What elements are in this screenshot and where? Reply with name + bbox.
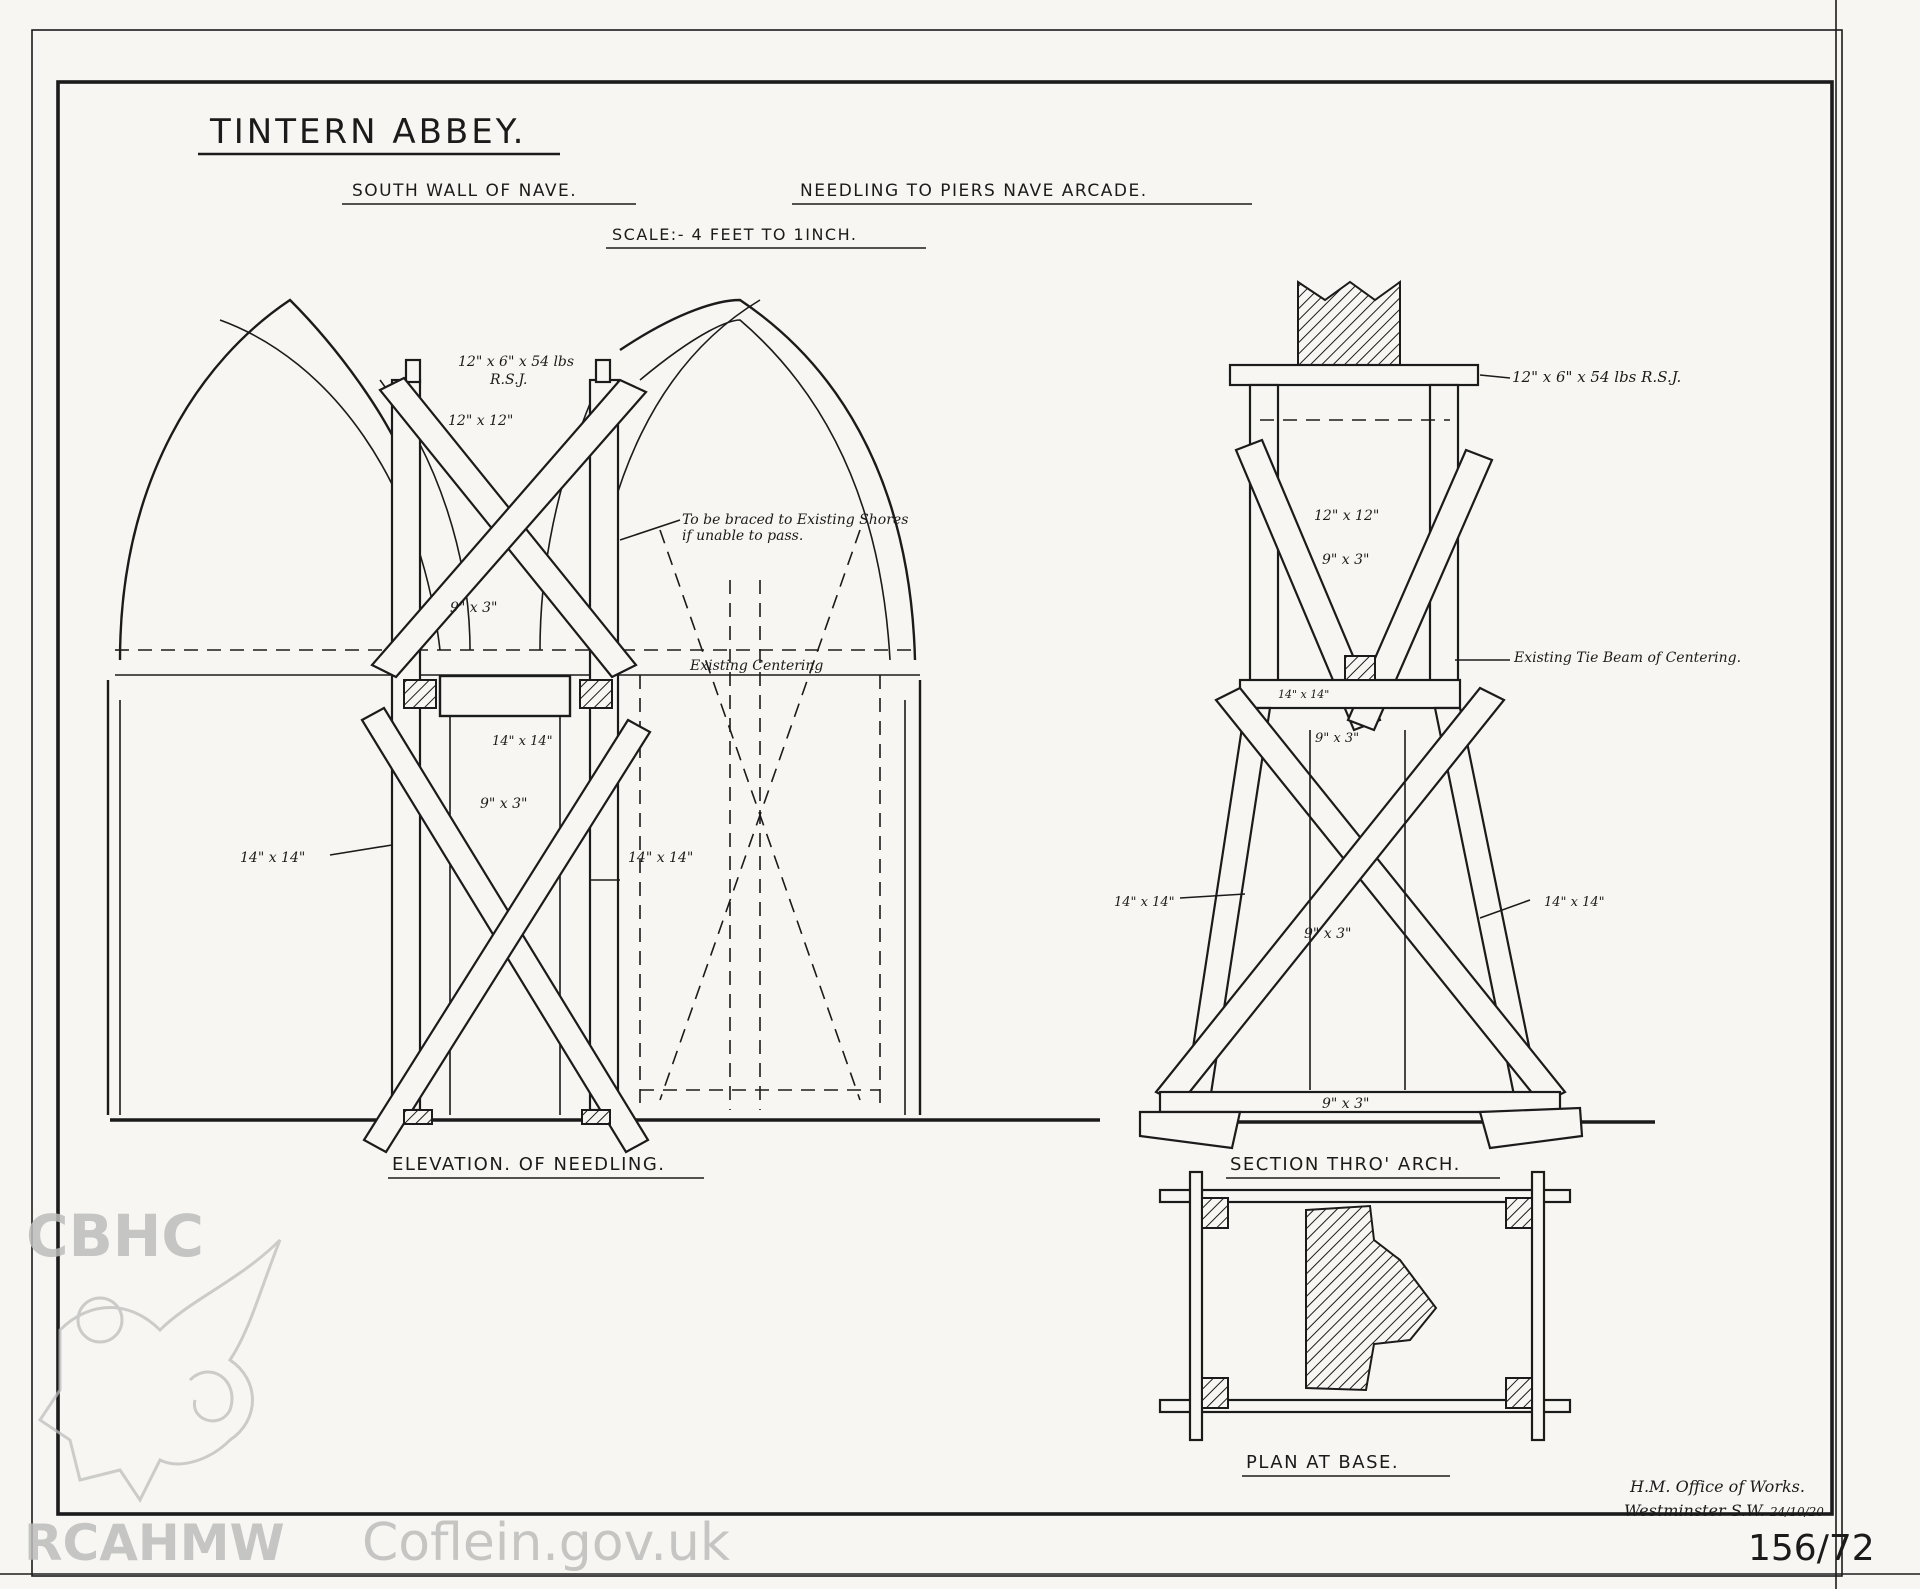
- subtitle-south-wall: SOUTH WALL OF NAVE.: [352, 181, 577, 201]
- elevation-drawing: [106, 298, 1100, 1154]
- plan-view-title: PLAN AT BASE.: [1246, 1452, 1399, 1473]
- existing-centering-label: Existing Centering: [689, 658, 823, 674]
- welsh-dragon-icon: [37, 1238, 282, 1503]
- braced-note-line-2: if unable to pass.: [682, 528, 803, 544]
- tie-beam-label: Existing Tie Beam of Centering.: [1513, 650, 1741, 666]
- subtitle-needling: NEEDLING TO PIERS NAVE ARCADE.: [800, 181, 1148, 201]
- post-12x12-left-label: 12" x 12": [448, 413, 513, 429]
- brace-9x3-section-mid-label: 9" x 3": [1315, 731, 1359, 746]
- rsj-left-label-2: R.S.J.: [489, 372, 528, 388]
- office-line-2: Westminster S.W.: [1624, 1501, 1765, 1520]
- post-14x14-right-label: 14" x 14": [628, 850, 693, 866]
- post-12x12-section-label: 12" x 12": [1314, 508, 1379, 524]
- brace-9x3-section-top-label: 9" x 3": [1322, 552, 1370, 568]
- post-section-right-label: 14" x 14": [1544, 895, 1605, 910]
- scale-note: SCALE:- 4 FEET TO 1INCH.: [612, 225, 857, 244]
- section-drawing: [1138, 280, 1655, 1150]
- rsj-section-label: 12" x 6" x 54 lbs R.S.J.: [1512, 368, 1681, 386]
- braced-note-line-1: To be braced to Existing Shores: [682, 512, 908, 528]
- rcahmw-text: RCAHMW: [24, 1514, 285, 1572]
- coflein-url-text: Coflein.gov.uk: [362, 1513, 730, 1573]
- sill-9x3-label: 9" x 3": [1322, 1096, 1370, 1112]
- post-14x14-left-label: 14" x 14": [240, 850, 305, 866]
- brace-9x3-upper-label: 9" x 3": [450, 600, 498, 616]
- section-annotations: 12" x 6" x 54 lbs R.S.J. 12" x 12" 9" x …: [1114, 368, 1741, 1179]
- elevation-annotations: 12" x 6" x 54 lbs R.S.J. 12" x 12" To be…: [240, 354, 908, 1179]
- office-line-1: H.M. Office of Works.: [1629, 1477, 1805, 1496]
- block-14x14-label: 14" x 14": [492, 734, 553, 749]
- section-view-title: SECTION THRO' ARCH.: [1230, 1154, 1461, 1175]
- sheet-number: 156/72: [1748, 1528, 1875, 1569]
- plan-drawing: PLAN AT BASE.: [1158, 1170, 1572, 1477]
- cbhc-logo-text: CBHC: [26, 1202, 204, 1270]
- block-section-label: 14" x 14": [1278, 688, 1329, 701]
- elevation-view-title: ELEVATION. OF NEEDLING.: [392, 1154, 666, 1175]
- post-section-left-label: 14" x 14": [1114, 895, 1175, 910]
- drawing-title: TINTERN ABBEY.: [209, 112, 526, 152]
- brace-9x3-lower-label: 9" x 3": [480, 796, 528, 812]
- office-stamp: H.M. Office of Works. Westminster S.W. 2…: [1624, 1477, 1875, 1569]
- title-block: TINTERN ABBEY. SOUTH WALL OF NAVE. NEEDL…: [198, 112, 1252, 249]
- drawing-date: 24/10/20: [1769, 1505, 1824, 1519]
- brace-9x3-section-cross-label: 9" x 3": [1304, 926, 1352, 942]
- rsj-left-label-1: 12" x 6" x 54 lbs: [458, 354, 574, 370]
- watermark: CBHC RCAHMW Coflein.gov.uk: [24, 1202, 730, 1573]
